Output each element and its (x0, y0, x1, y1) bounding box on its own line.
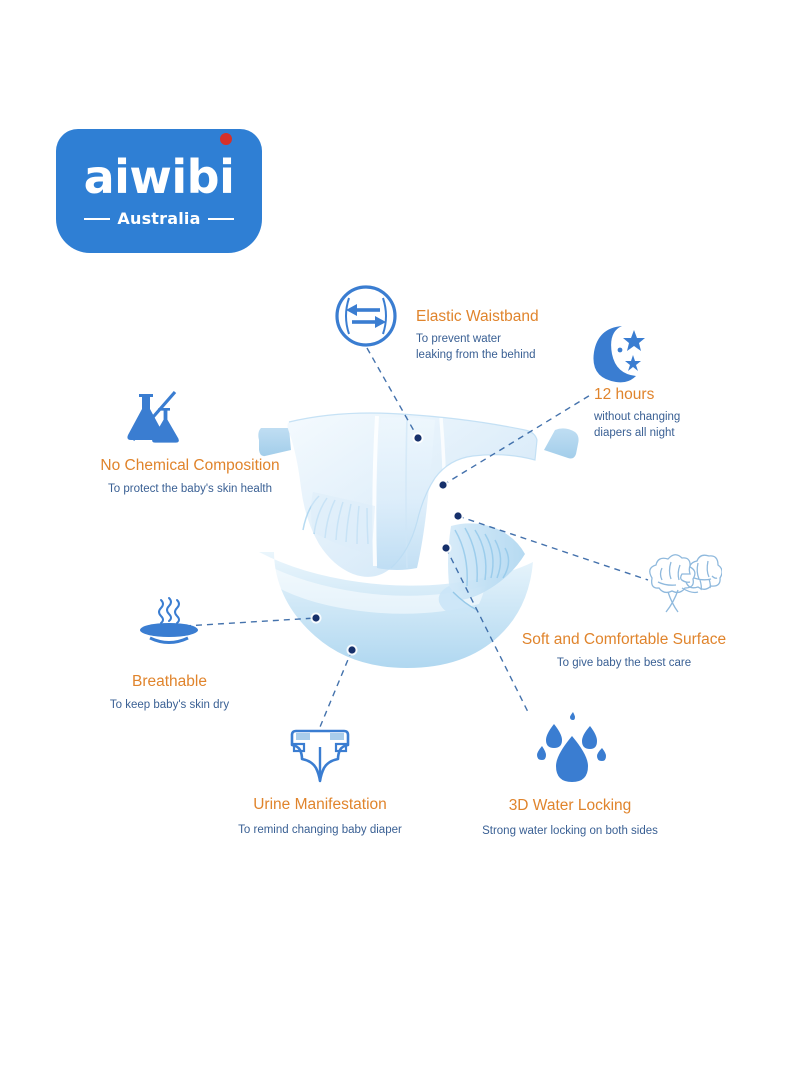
cotton-boll-icon (638, 552, 723, 627)
water-droplets-icon (532, 710, 612, 793)
feature-desc: To protect the baby's skin health (108, 483, 272, 496)
feature-desc: Strong water locking on both sides (482, 825, 658, 838)
brand-subtitle: Australia (117, 209, 201, 228)
brand-logo: aiwibi Australia (56, 129, 262, 253)
diaper-icon (285, 727, 355, 788)
two-way-arrows-circle-icon (333, 283, 399, 354)
brand-accent-dot-icon (220, 133, 232, 145)
feature-title: Soft and Comfortable Surface (521, 631, 727, 648)
brand-wordmark: aiwibi (83, 150, 235, 204)
feature-desc: To give baby the best care (556, 657, 692, 670)
feature-title: Elastic Waistband (416, 308, 539, 325)
breathable-vapor-icon (134, 596, 204, 651)
feature-title: 12 hours (594, 386, 655, 403)
feature-desc: To prevent water leaking from the behind (416, 333, 536, 361)
brand-rule-left-icon (84, 217, 111, 220)
feature-title: No Chemical Composition (100, 457, 280, 474)
brand-rule-right-icon (207, 217, 234, 220)
crescent-moon-stars-icon (586, 322, 650, 389)
feature-desc: without changing diapers all night (594, 411, 681, 439)
feature-desc: To remind changing baby diaper (238, 824, 402, 837)
brand-subtitle-row: Australia (84, 209, 234, 228)
feature-desc: To keep baby's skin dry (109, 699, 230, 712)
feature-title: Breathable (132, 673, 207, 690)
feature-title: Urine Manifestation (253, 796, 387, 813)
feature-title: 3D Water Locking (508, 797, 632, 814)
no-chemical-flasks-icon (123, 388, 185, 451)
